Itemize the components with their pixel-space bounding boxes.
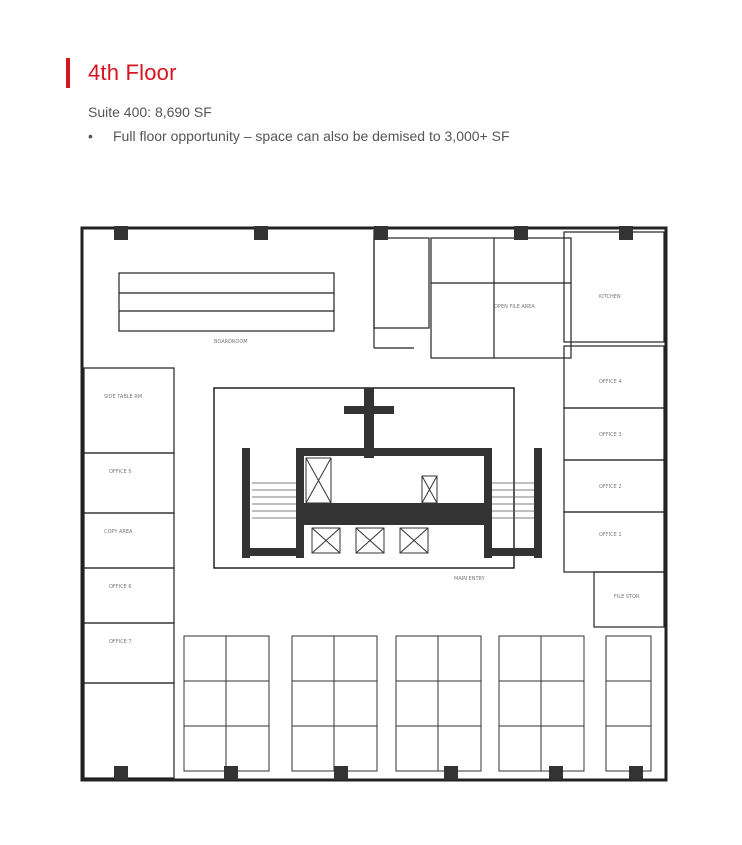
main-entry-label: MAIN ENTRY — [454, 576, 486, 582]
bullet-item: • Full floor opportunity – space can als… — [88, 128, 510, 144]
side-table-label: SIDE TABLE RM — [104, 394, 142, 400]
office2-label: OFFICE 2 — [599, 484, 622, 490]
office6-label: OFFICE 6 — [109, 584, 132, 590]
office5-label: OFFICE 5 — [109, 469, 132, 475]
bullet-text: Full floor opportunity – space can also … — [113, 128, 510, 144]
kitchen-label: KITCHEN — [599, 294, 621, 300]
boardroom-label: BOARDROOM — [214, 339, 248, 345]
page-title: 4th Floor — [88, 60, 177, 85]
office3-label: OFFICE 3 — [599, 432, 622, 438]
file-stor-label: FILE STOR — [614, 594, 640, 600]
floor-plan-drawing: BOARDROOM OPEN FILE AREA KITCHEN OFFICE … — [80, 226, 668, 782]
bullet-marker: • — [88, 128, 93, 144]
floor-plan: BOARDROOM OPEN FILE AREA KITCHEN OFFICE … — [74, 218, 674, 788]
copy-area-label: COPY AREA — [104, 529, 133, 535]
office4-label: OFFICE 4 — [599, 379, 622, 385]
office7-label: OFFICE 7 — [109, 639, 132, 645]
suite-size: Suite 400: 8,690 SF — [88, 104, 212, 120]
open-file-label: OPEN FILE AREA — [494, 304, 535, 310]
office1-label: OFFICE 1 — [599, 532, 622, 538]
title-accent-bar — [66, 58, 70, 88]
